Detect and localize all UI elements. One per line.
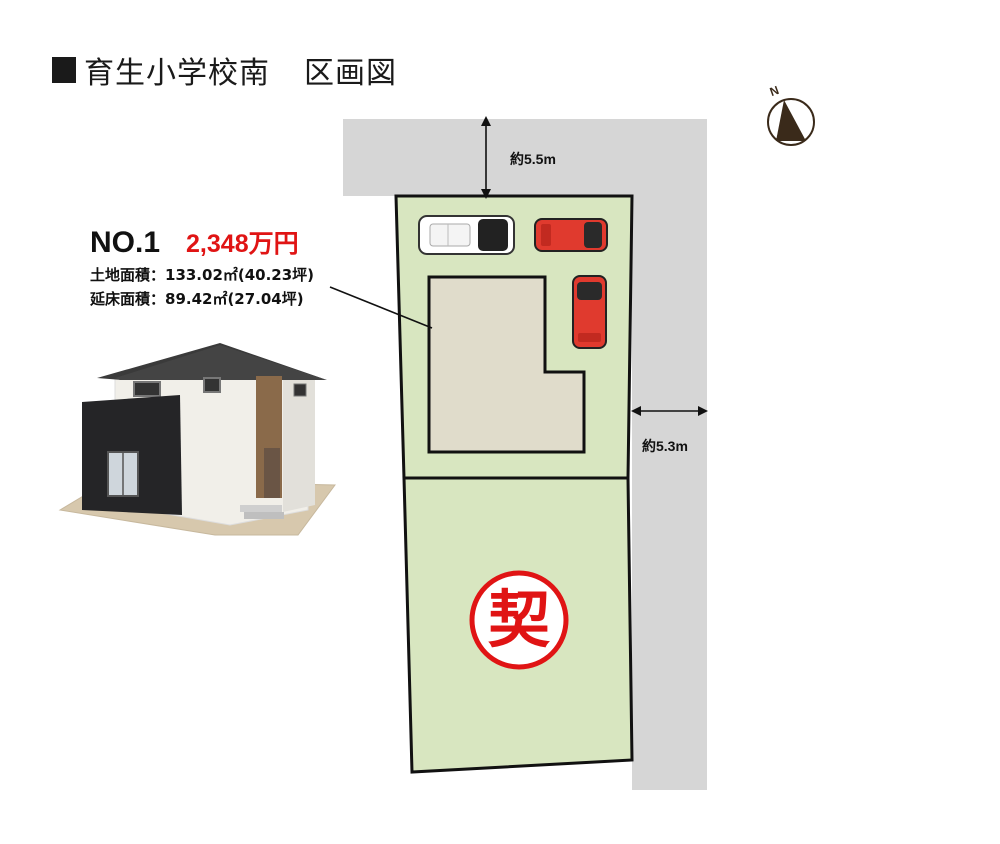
lot-price: 2,348万円 xyxy=(186,230,299,258)
house-illustration xyxy=(58,343,336,536)
north-road-dimension-arrow xyxy=(481,116,491,199)
floor-area: 延床面積：89.42㎡(27.04坪) xyxy=(90,290,304,308)
page-title: 育生小学校南 区画図 xyxy=(52,48,397,92)
car-red-top xyxy=(534,218,608,252)
lot-info: NO.1 2,348万円 土地面積：133.02㎡(40.23坪) 延床面積：8… xyxy=(90,224,314,308)
compass-icon xyxy=(767,98,815,146)
lot-number: NO.1 xyxy=(90,226,161,259)
title-suffix: 区画図 xyxy=(304,56,397,91)
east-road-width-label: 約5.3m xyxy=(642,438,688,454)
east-road-dimension-arrow xyxy=(631,406,708,416)
road xyxy=(343,119,707,790)
north-road-width-label: 約5.5m xyxy=(510,151,556,167)
leader-line xyxy=(329,286,433,329)
land-area: 土地面積：133.02㎡(40.23坪) xyxy=(90,266,315,284)
title-square-icon xyxy=(52,57,76,83)
contract-stamp-text: 契 xyxy=(487,583,550,656)
car-red-side xyxy=(572,275,607,349)
building-footprint xyxy=(427,275,586,454)
car-white-van xyxy=(418,215,515,255)
title-name: 育生小学校南 xyxy=(84,56,270,91)
contract-stamp xyxy=(469,570,569,670)
